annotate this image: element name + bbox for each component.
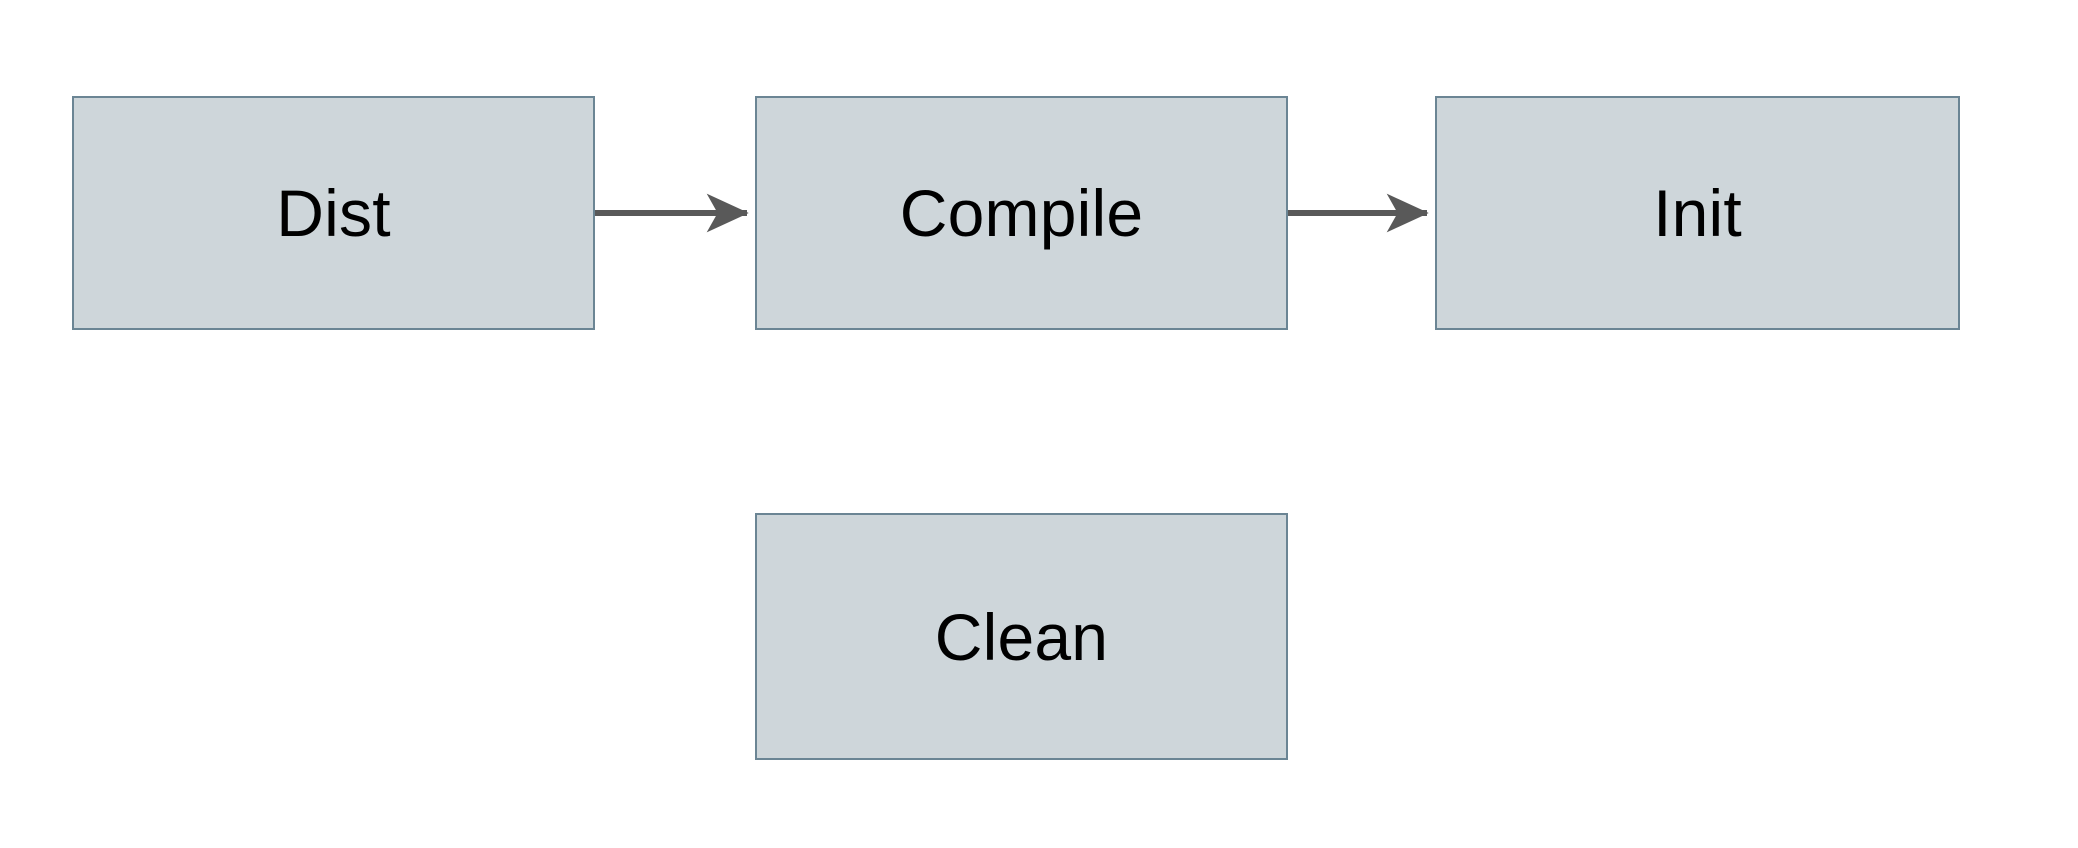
node-clean-label: Clean <box>934 599 1109 674</box>
node-dist-label: Dist <box>276 176 391 250</box>
node-init[interactable]: Init <box>1435 96 1960 330</box>
node-init-label: Init <box>1653 176 1742 250</box>
node-compile-label: Compile <box>899 176 1144 250</box>
node-clean[interactable]: Clean <box>755 513 1288 760</box>
node-compile[interactable]: Compile <box>755 96 1288 330</box>
node-dist[interactable]: Dist <box>72 96 595 330</box>
